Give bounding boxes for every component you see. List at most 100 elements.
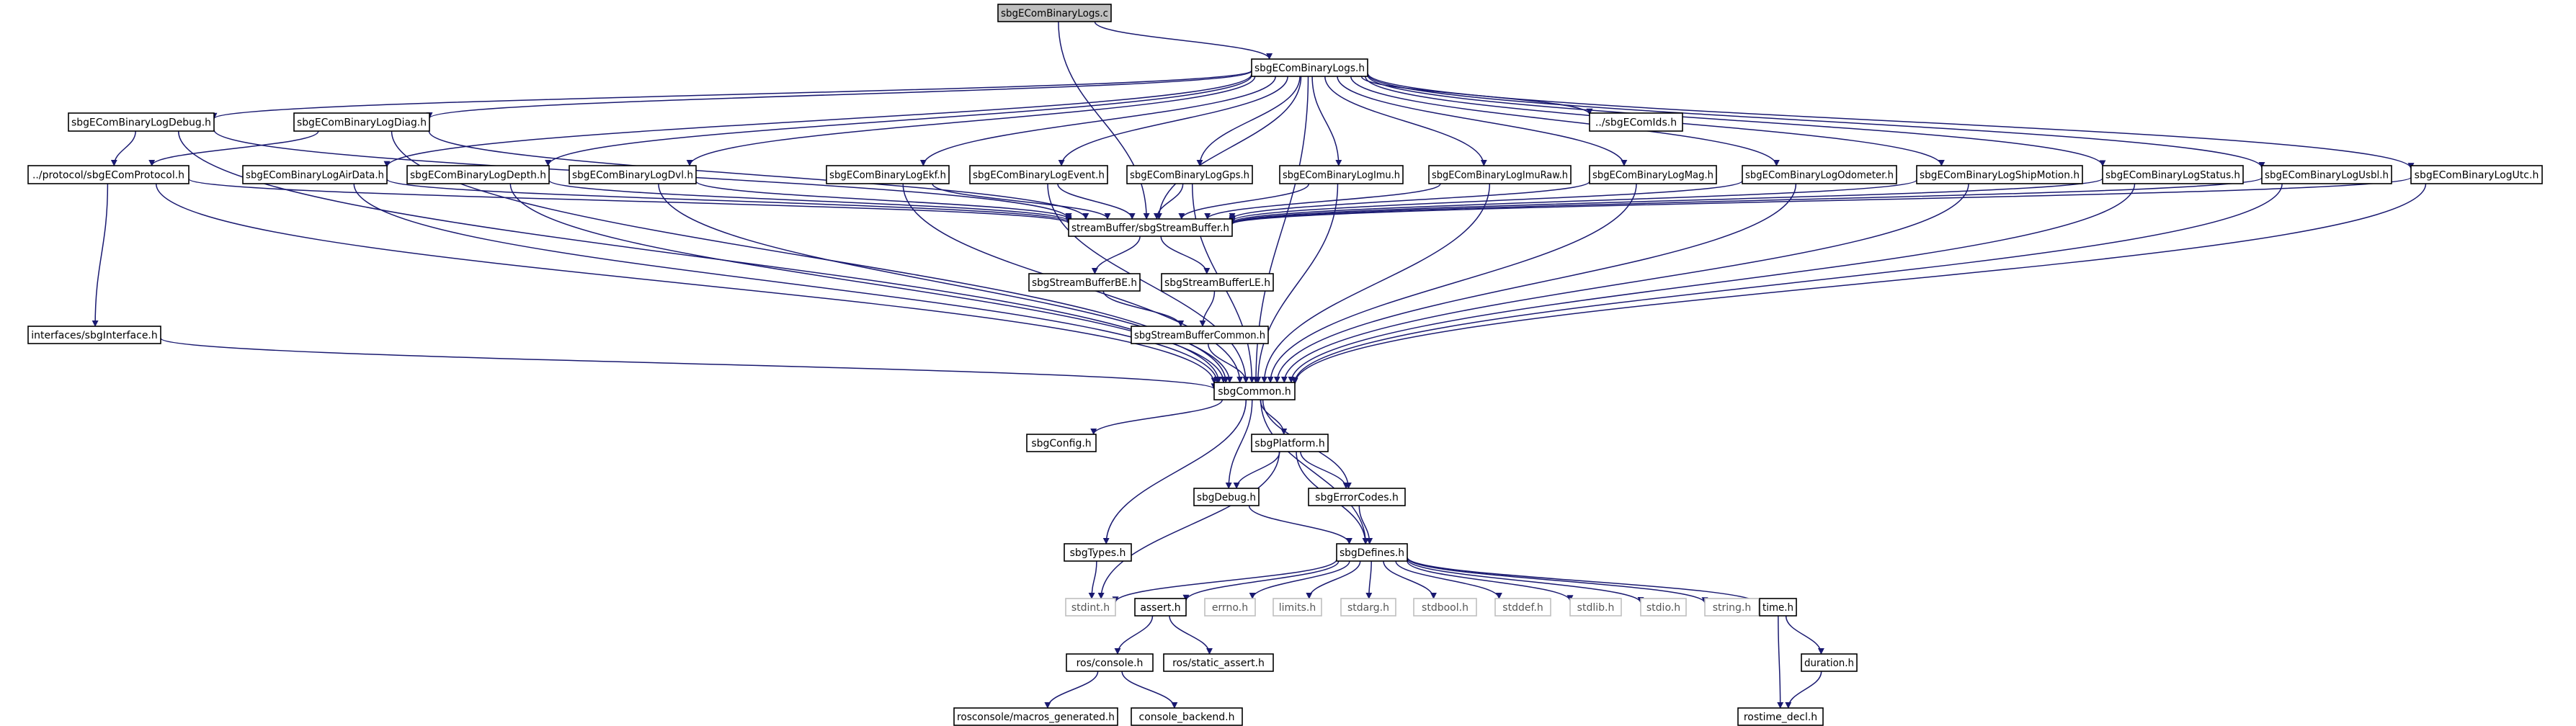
edge-event-to-common <box>1047 183 1249 383</box>
node-box-root <box>997 4 1112 22</box>
node-rostime[interactable]: rostime_decl.h <box>1737 707 1824 726</box>
edge-common-to-types <box>1102 399 1247 544</box>
node-gps[interactable]: sbgEComBinaryLogGps.h <box>1126 165 1253 184</box>
edge-sb_common-to-common <box>1207 343 1249 383</box>
node-logs_h[interactable]: sbgEComBinaryLogs.h <box>1251 58 1368 77</box>
node-box-backend <box>1131 707 1243 726</box>
edge-platform-to-debug_h <box>1233 451 1280 489</box>
node-ekf[interactable]: sbgEComBinaryLogEkf.h <box>826 165 950 184</box>
edge-duration-to-rostime <box>1785 671 1822 709</box>
node-airdata[interactable]: sbgEComBinaryLogAirData.h <box>242 165 388 184</box>
edge-streambuffer-to-sb_be <box>1091 236 1141 274</box>
node-dvl[interactable]: sbgEComBinaryLogDvl.h <box>569 165 697 184</box>
node-label-debug: sbgEComBinaryLogDebug.h <box>71 117 211 129</box>
node-imuraw[interactable]: sbgEComBinaryLogImuRaw.h <box>1428 165 1572 184</box>
edge-depth-to-common <box>509 183 1227 383</box>
node-box-sb_common <box>1131 326 1269 344</box>
node-usbl[interactable]: sbgEComBinaryLogUsbl.h <box>2261 165 2392 184</box>
edge-status-to-common <box>1288 183 2136 383</box>
node-protocol[interactable]: ../protocol/sbgEComProtocol.h <box>27 165 190 184</box>
node-label-backend: console_backend.h <box>1139 712 1235 723</box>
node-duration[interactable]: duration.h <box>1801 653 1858 672</box>
node-string: string.h <box>1704 598 1760 617</box>
node-utc[interactable]: sbgEComBinaryLogUtc.h <box>2410 165 2543 184</box>
node-box-string <box>1704 598 1760 617</box>
node-box-types <box>1064 543 1132 562</box>
node-label-shipmotion: sbgEComBinaryLogShipMotion.h <box>1920 170 2080 182</box>
node-shipmotion[interactable]: sbgEComBinaryLogShipMotion.h <box>1916 165 2083 184</box>
node-sb_common[interactable]: sbgStreamBufferCommon.h <box>1131 326 1269 344</box>
node-stddef: stddef.h <box>1494 598 1551 617</box>
edge-common-to-config <box>1090 399 1224 435</box>
edge-debug-to-protocol <box>110 130 136 166</box>
node-box-ekf <box>826 165 950 184</box>
node-root[interactable]: sbgEComBinaryLogs.c <box>997 4 1112 22</box>
edge-logs_h-to-utc <box>1367 73 2415 170</box>
node-mag[interactable]: sbgEComBinaryLogMag.h <box>1589 165 1717 184</box>
node-box-stdint <box>1065 598 1116 617</box>
node-box-streambuffer <box>1068 218 1233 237</box>
node-errorcodes[interactable]: sbgErrorCodes.h <box>1308 488 1406 506</box>
node-defines[interactable]: sbgDefines.h <box>1336 543 1408 562</box>
node-box-utc <box>2410 165 2543 184</box>
node-macros[interactable]: rosconsole/macros_generated.h <box>953 707 1118 726</box>
node-label-ekf: sbgEComBinaryLogEkf.h <box>829 170 946 182</box>
edge-debug_h-to-defines <box>1248 505 1352 544</box>
edge-imuraw-to-common <box>1261 183 1491 383</box>
node-label-gps: sbgEComBinaryLogGps.h <box>1130 170 1249 182</box>
edge-logs_h-to-event <box>1058 76 1288 166</box>
node-odometer[interactable]: sbgEComBinaryLogOdometer.h <box>1742 165 1897 184</box>
node-rosconsole[interactable]: ros/console.h <box>1066 653 1154 672</box>
node-label-rostime: rostime_decl.h <box>1744 712 1817 723</box>
node-sb_be[interactable]: sbgStreamBufferBE.h <box>1028 273 1141 292</box>
node-backend[interactable]: console_backend.h <box>1131 707 1243 726</box>
node-assert[interactable]: assert.h <box>1134 598 1187 617</box>
node-box-errno <box>1204 598 1256 617</box>
node-types[interactable]: sbgTypes.h <box>1064 543 1132 562</box>
node-static_assert[interactable]: ros/static_assert.h <box>1163 653 1274 672</box>
edge-logs_h-to-diag <box>426 70 1252 119</box>
edge-logs_h-to-ekf <box>919 76 1276 166</box>
node-imu[interactable]: sbgEComBinaryLogImu.h <box>1279 165 1404 184</box>
node-streambuffer[interactable]: streamBuffer/sbgStreamBuffer.h <box>1068 218 1233 237</box>
edge-utc-to-common <box>1291 183 2427 385</box>
node-debug_h[interactable]: sbgDebug.h <box>1193 488 1260 506</box>
node-label-common: sbgCommon.h <box>1218 386 1291 398</box>
node-stdbool: stdbool.h <box>1413 598 1477 617</box>
node-layer: sbgEComBinaryLogs.c sbgEComBinaryLogs.h sb… <box>27 4 2543 726</box>
edge-imu-to-streambuffer <box>1178 183 1310 220</box>
edge-defines-to-time <box>1407 557 1763 606</box>
edge-airdata-to-common <box>353 183 1221 383</box>
node-ids[interactable]: ../sbgEComIds.h <box>1589 112 1683 132</box>
node-debug[interactable]: sbgEComBinaryLogDebug.h <box>68 112 215 132</box>
node-box-time <box>1759 598 1797 617</box>
node-label-stdarg: stdarg.h <box>1347 602 1389 614</box>
edge-logs_h-to-streambuffer <box>1155 76 1302 220</box>
node-depth[interactable]: sbgEComBinaryLogDepth.h <box>406 165 550 184</box>
edge-defines-to-limits <box>1306 560 1361 599</box>
node-status[interactable]: sbgEComBinaryLogStatus.h <box>2102 165 2244 184</box>
node-interface[interactable]: interfaces/sbgInterface.h <box>27 326 161 344</box>
edge-logs_h-to-airdata <box>383 73 1252 168</box>
edge-rosconsole-to-backend <box>1121 671 1178 709</box>
node-label-errno: errno.h <box>1212 602 1248 614</box>
node-config[interactable]: sbgConfig.h <box>1026 434 1097 452</box>
edge-logs_h-to-imuraw <box>1324 76 1487 166</box>
node-sb_le[interactable]: sbgStreamBufferLE.h <box>1161 273 1274 292</box>
node-common[interactable]: sbgCommon.h <box>1213 382 1296 400</box>
edge-logs_h-to-usbl <box>1367 73 2265 169</box>
node-label-debug_h: sbgDebug.h <box>1197 492 1256 503</box>
node-label-root: sbgEComBinaryLogs.c <box>1001 8 1108 19</box>
node-platform[interactable]: sbgPlatform.h <box>1251 434 1329 452</box>
edge-protocol-to-interface <box>92 183 109 327</box>
node-box-protocol <box>27 165 190 184</box>
edge-ekf-to-streambuffer <box>932 183 1111 220</box>
node-time[interactable]: time.h <box>1759 598 1797 617</box>
node-diag[interactable]: sbgEComBinaryLogDiag.h <box>293 112 430 132</box>
edge-logs_h-to-status <box>1367 74 2106 167</box>
node-label-logs_h: sbgEComBinaryLogs.h <box>1254 63 1365 74</box>
node-event[interactable]: sbgEComBinaryLogEvent.h <box>969 165 1108 184</box>
edge-protocol-to-streambuffer <box>188 178 1072 225</box>
node-label-platform: sbgPlatform.h <box>1254 438 1324 449</box>
